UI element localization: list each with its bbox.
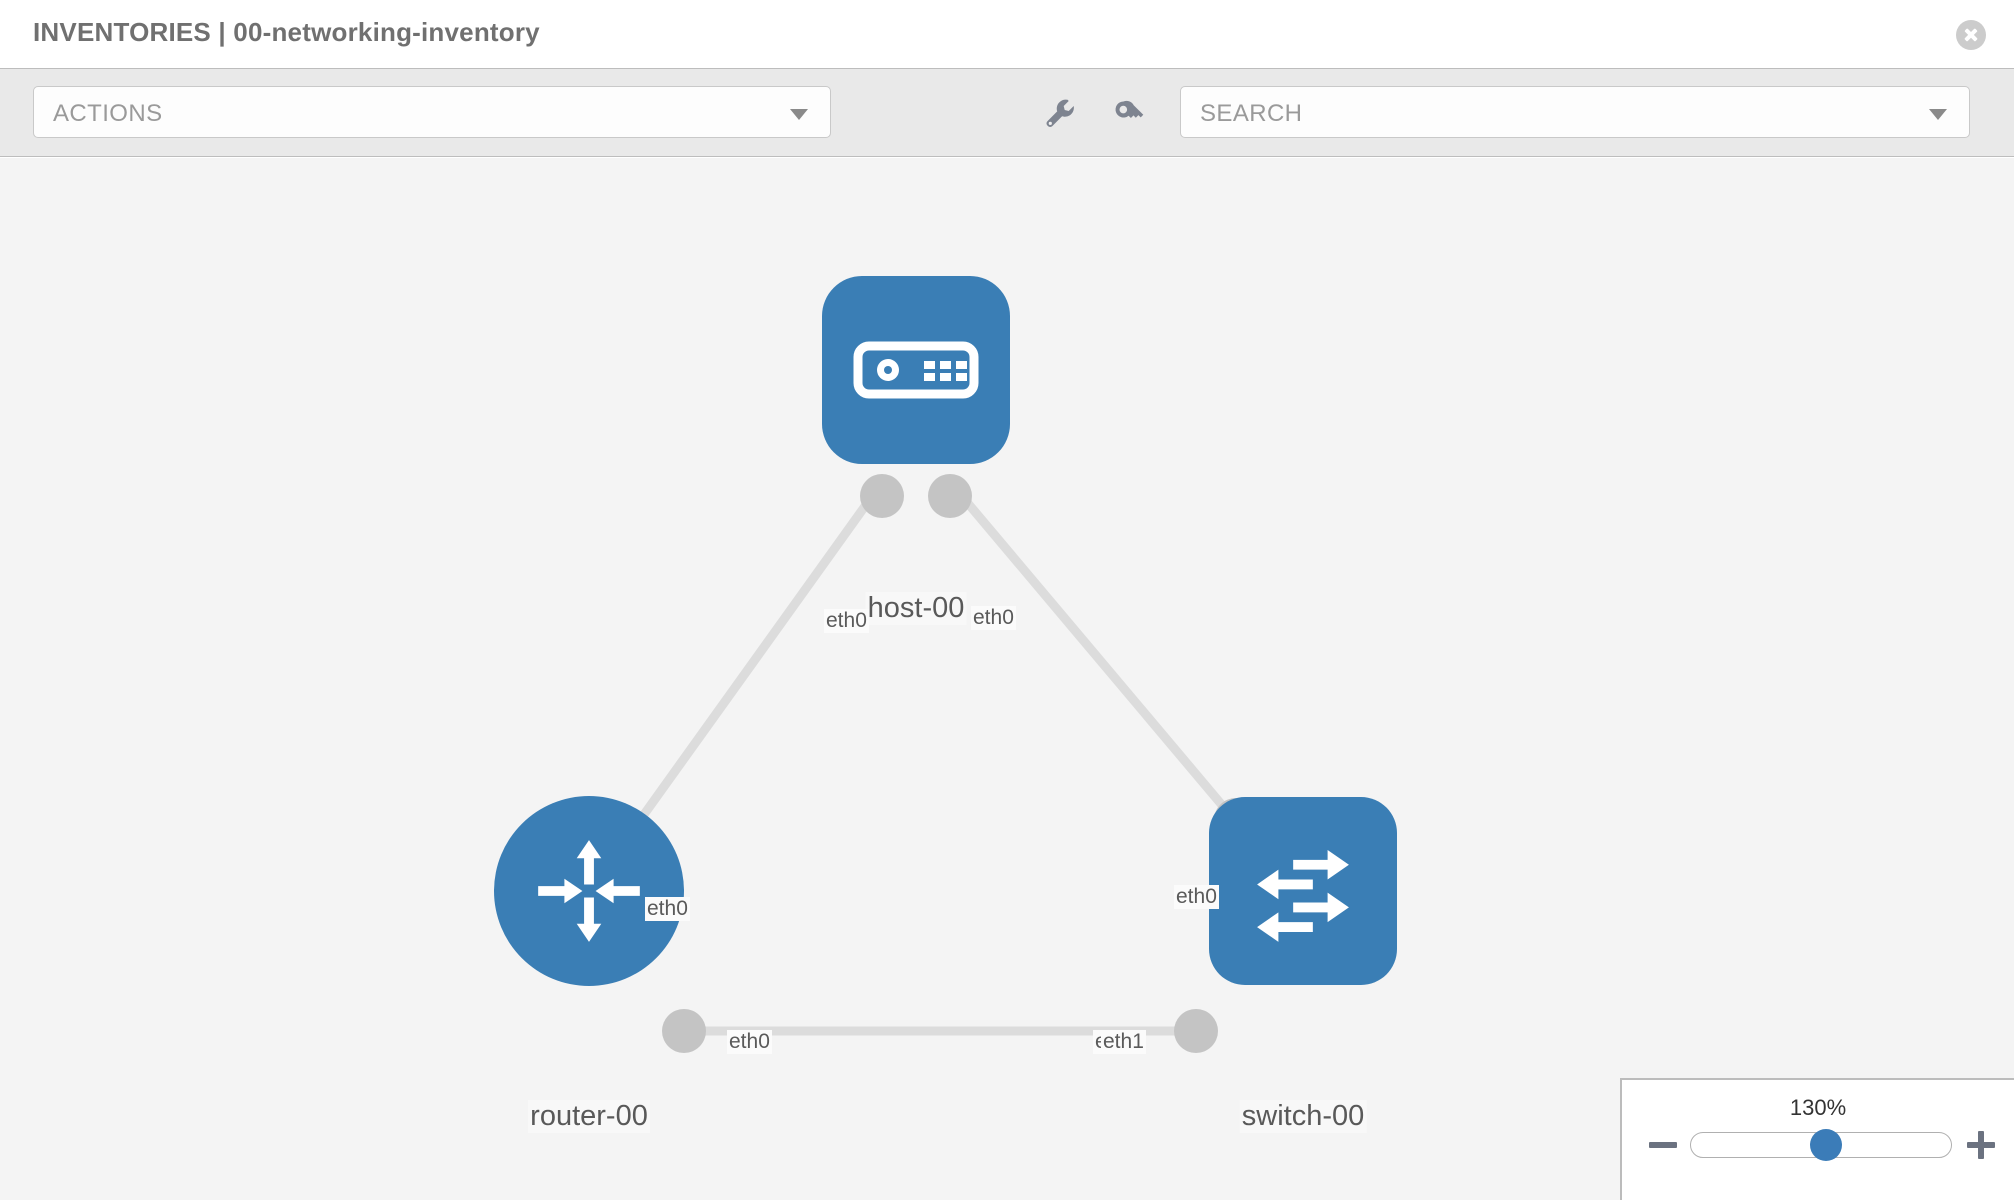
page-header: INVENTORIES | 00-networking-inventory	[0, 0, 2014, 68]
wrench-icon[interactable]	[1040, 93, 1080, 133]
close-icon[interactable]	[1956, 20, 1986, 50]
key-icon[interactable]	[1108, 93, 1148, 133]
node-host-00	[822, 276, 1010, 464]
node-label-router-00[interactable]: router-00	[528, 1100, 650, 1133]
chevron-down-icon	[790, 109, 808, 120]
zoom-slider[interactable]	[1690, 1129, 1952, 1161]
edge-host-switch	[951, 485, 1247, 833]
node-switch-00	[1209, 797, 1397, 985]
iface-label-router-eth0-switch: eth0	[727, 1030, 772, 1054]
topology-edges	[616, 485, 1247, 1036]
connector-host-right	[928, 474, 972, 518]
iface-label-host-eth0-router: eth0	[824, 609, 869, 633]
topology-graph	[494, 276, 1397, 1053]
node-router-00	[494, 796, 684, 986]
zoom-out-button[interactable]	[1646, 1128, 1680, 1162]
iface-label-switch-eth0-host: eth0	[1174, 885, 1219, 909]
zoom-percent-label: 130%	[1789, 1095, 1847, 1120]
search-input[interactable]: SEARCH	[1180, 86, 1970, 138]
search-chevron-down-icon[interactable]	[1929, 109, 1947, 120]
zoom-in-button[interactable]	[1964, 1128, 1998, 1162]
toolbar: ACTIONS SEARCH	[0, 68, 2014, 157]
zoom-control-panel: 130%	[1620, 1078, 2014, 1200]
edge-host-router	[616, 485, 882, 851]
connector-host-left	[860, 474, 904, 518]
connector-switch-left	[1174, 1009, 1218, 1053]
topology-nodes	[494, 276, 1397, 986]
node-label-switch-00[interactable]: switch-00	[1239, 1100, 1367, 1133]
iface-label-router-eth0-host: eth0	[645, 897, 690, 921]
zoom-slider-thumb[interactable]	[1810, 1129, 1843, 1161]
iface-label-host-eth0-switch: eth0	[971, 606, 1016, 630]
page-title: INVENTORIES | 00-networking-inventory	[33, 17, 540, 47]
actions-dropdown[interactable]: ACTIONS	[33, 86, 831, 138]
search-placeholder: SEARCH	[1200, 100, 1303, 127]
iface-label-switch-eth1-router: eth1	[1101, 1030, 1146, 1054]
actions-dropdown-label: ACTIONS	[53, 100, 163, 127]
topology-connectors	[662, 474, 1258, 1053]
topology-canvas[interactable]: host-00 router-00 switch-00 eth0 eth0 et…	[0, 158, 2014, 1200]
connector-router-right	[662, 1009, 706, 1053]
node-label-host-00[interactable]: host-00	[865, 592, 967, 625]
